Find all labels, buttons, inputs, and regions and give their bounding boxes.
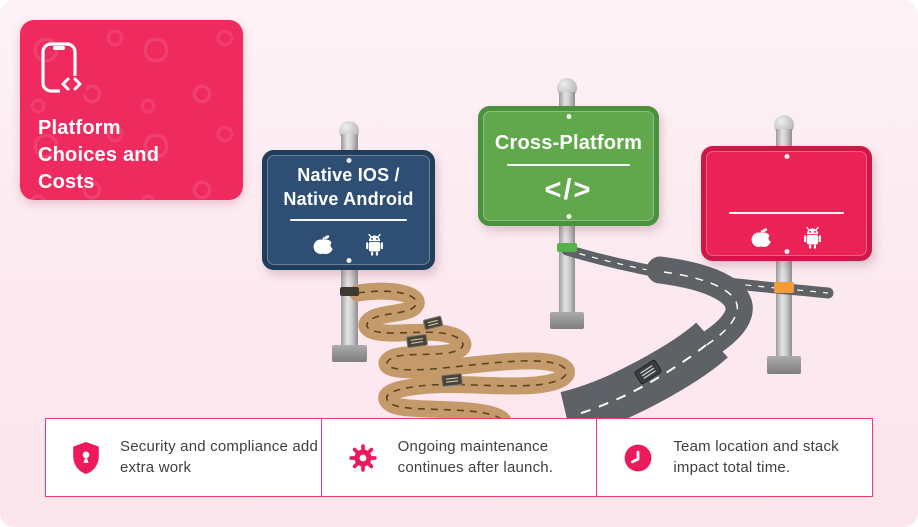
straight-road-hairpin-centerline xyxy=(663,271,739,349)
road-marker xyxy=(422,315,444,331)
apple-icon xyxy=(751,228,775,247)
info-card-security: Security and compliance add extra work xyxy=(45,418,322,497)
rivet xyxy=(566,114,571,119)
sign-divider xyxy=(729,212,844,214)
platform-icons xyxy=(748,224,826,251)
gear-icon xyxy=(348,443,378,473)
header-title: Platform Choices and Costs xyxy=(38,117,160,193)
sign-result xyxy=(701,146,872,261)
info-card-time: Team location and stack impact total tim… xyxy=(596,418,874,497)
info-cards-row: Security and compliance add extra work xyxy=(45,418,874,497)
pole-base xyxy=(767,356,801,374)
road-marker xyxy=(634,359,662,385)
rivet xyxy=(346,258,351,263)
straight-road-main xyxy=(560,322,728,438)
rivet xyxy=(346,158,351,163)
code-symbol: </> xyxy=(544,173,593,206)
winding-road-centerline xyxy=(357,290,568,427)
info-card-maintenance: Ongoing maintenance continues after laun… xyxy=(320,418,598,497)
shield-lock-icon xyxy=(72,441,100,474)
header-card: Platform Choices and Costs xyxy=(20,20,243,200)
road-marker xyxy=(441,373,463,387)
info-card-text: Ongoing maintenance continues after laun… xyxy=(397,438,554,476)
phone-code-icon xyxy=(41,42,86,94)
sign-divider xyxy=(507,163,630,166)
clock-icon xyxy=(623,443,653,473)
info-card-text: Security and compliance add extra work xyxy=(120,438,319,476)
android-icon xyxy=(365,233,383,256)
winding-road xyxy=(349,282,575,435)
apple-icon xyxy=(313,235,337,254)
road-marker xyxy=(406,333,428,349)
pole-base xyxy=(332,345,367,362)
sign-cross-platform-label: Cross-Platform xyxy=(494,131,643,154)
platform-icons xyxy=(310,231,388,258)
straight-road-hairpin xyxy=(646,256,753,364)
sign-cross-platform: Cross-Platform </> xyxy=(478,106,659,226)
sign-divider xyxy=(290,218,407,221)
pole-band-green xyxy=(557,243,577,252)
rivet xyxy=(566,214,571,219)
pole-band-dark xyxy=(340,287,359,296)
rivet xyxy=(784,154,789,159)
sign-native: Native IOS / Native Android xyxy=(262,150,435,270)
pole-band-orange xyxy=(774,282,794,293)
rivet xyxy=(784,249,789,254)
info-card-text: Team location and stack impact total tim… xyxy=(673,438,839,476)
sign-native-label: Native IOS / Native Android xyxy=(283,165,414,209)
straight-road-main-centerline xyxy=(574,344,707,416)
sign-result-label xyxy=(711,158,862,204)
android-icon xyxy=(803,226,821,249)
pole-base xyxy=(550,312,584,329)
